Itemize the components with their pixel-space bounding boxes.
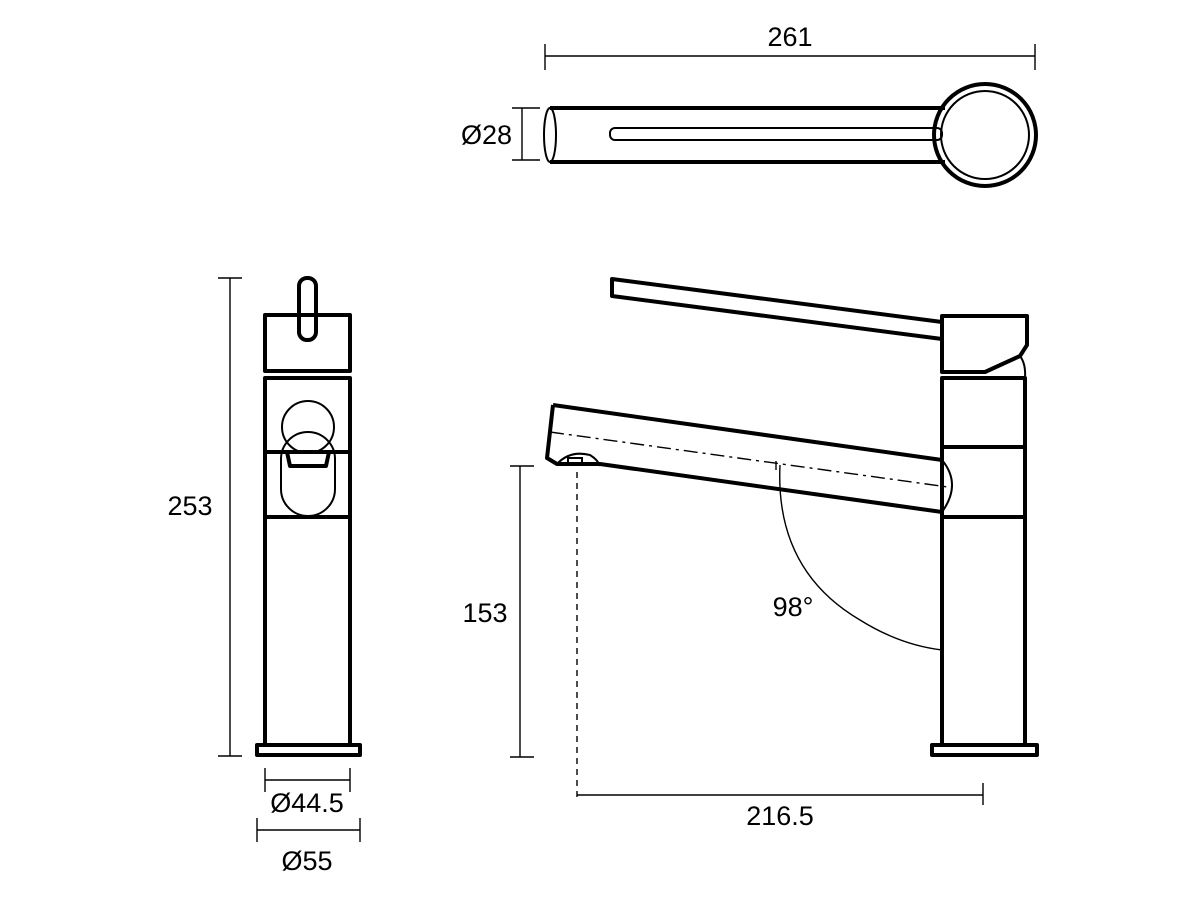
head-cap (263, 313, 352, 373)
spout-oval (280, 431, 336, 517)
spout-top-outline (550, 106, 945, 164)
front-view: 253 Ø44.5 Ø55 (167, 276, 362, 876)
label-angle: 98° (773, 592, 814, 622)
lever (610, 277, 944, 341)
body (263, 376, 352, 747)
dim-line-spout-dia (512, 107, 540, 161)
body-joints (265, 450, 350, 519)
aerator-front (285, 451, 331, 468)
dim-line-length (544, 44, 1036, 70)
body-side (940, 376, 1027, 747)
dim-line-base-dia (256, 818, 361, 842)
knob (281, 400, 335, 454)
dim-line-height (218, 277, 242, 757)
label-height: 253 (167, 491, 212, 521)
base-side (930, 743, 1039, 757)
angle-arc (779, 464, 943, 651)
body-side-joints (942, 445, 1025, 519)
side-view: 98° 153 216.5 (462, 277, 1039, 831)
spout-joint-curve (941, 459, 953, 513)
spout-centerline (549, 431, 949, 488)
label-body-dia: Ø44.5 (270, 788, 344, 818)
top-view: 261 Ø28 (461, 22, 1038, 188)
aerator (556, 452, 601, 467)
label-length: 261 (767, 22, 812, 52)
spout-top (552, 403, 943, 462)
spout-end (543, 107, 557, 163)
lever-stub (297, 276, 318, 342)
label-spout-dia: Ø28 (461, 120, 512, 150)
body-top-outer (932, 82, 1038, 188)
dim-line-body-dia (264, 768, 351, 792)
lever-slot (609, 127, 943, 141)
label-reach: 216.5 (746, 801, 814, 831)
base (255, 743, 362, 757)
dim-line-reach (577, 783, 984, 805)
body-top-inner (940, 90, 1030, 180)
aerator-outlet (567, 457, 583, 465)
label-spout-height: 153 (462, 598, 507, 628)
label-base-dia: Ø55 (281, 846, 332, 876)
head-curve (1019, 355, 1027, 379)
dim-line-spout-height (510, 465, 534, 758)
head-cap-side (940, 314, 1029, 374)
